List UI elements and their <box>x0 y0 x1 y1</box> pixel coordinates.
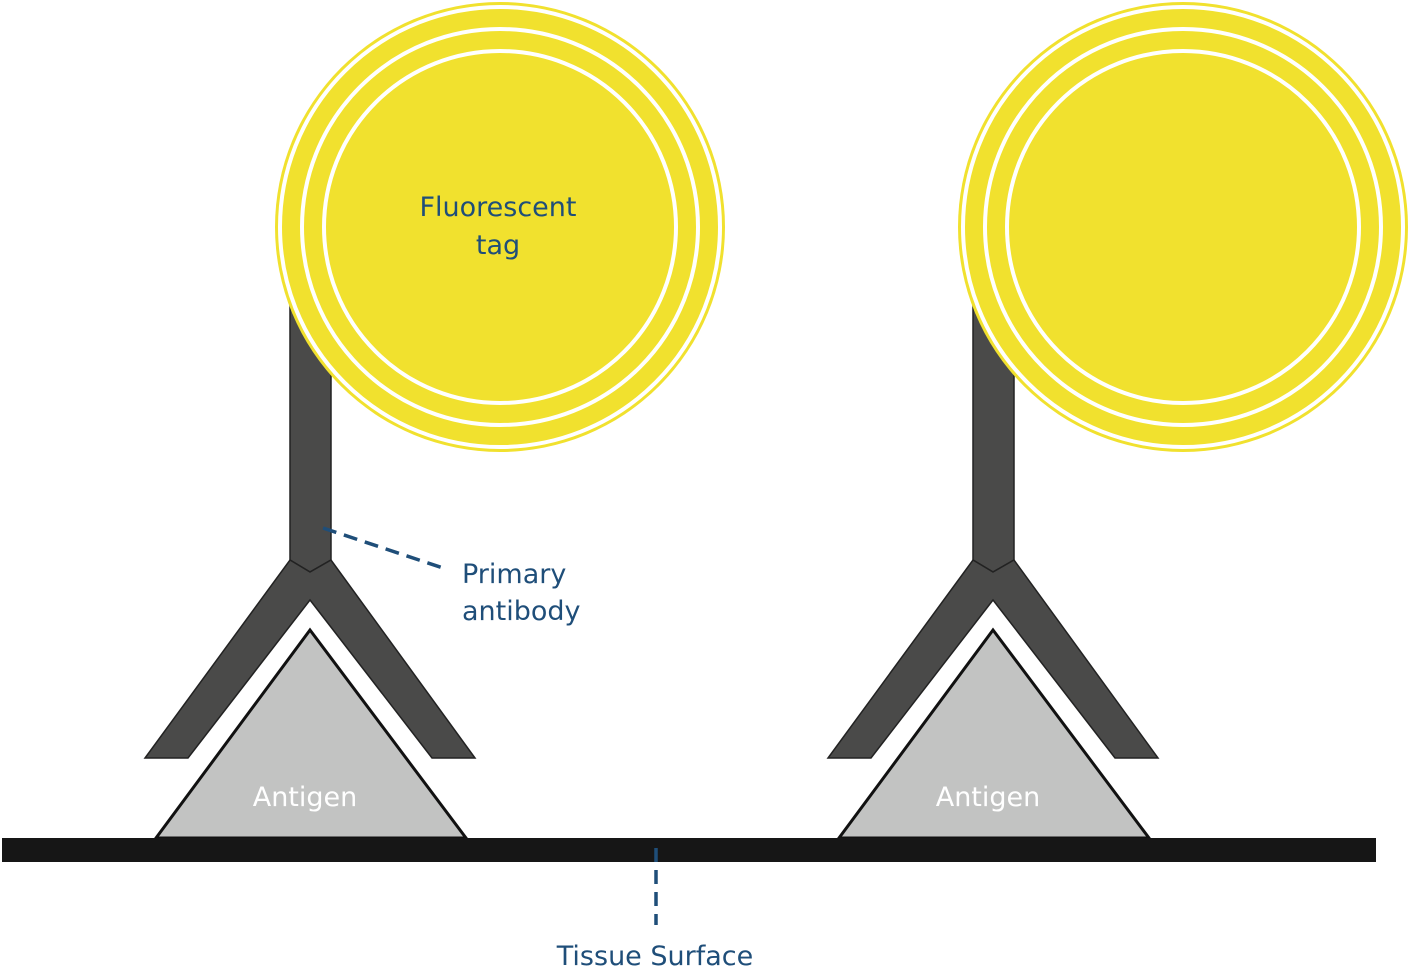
primary-antibody-label-line1: Primary <box>462 559 566 590</box>
primary-antibody-left-arms <box>143 559 477 759</box>
tissue-surface-label: Tissue Surface <box>556 941 753 972</box>
antigen-left-label: Antigen <box>253 782 358 813</box>
tissue-surface-bar <box>2 838 1376 862</box>
fluorescent-tag-label-line2: tag <box>476 230 520 261</box>
primary-antibody-label-line2: antibody <box>462 596 581 627</box>
antigen-right-label: Antigen <box>936 782 1041 813</box>
right-assembly: Antigen <box>826 2 1408 840</box>
fluorescent-tag-right <box>958 2 1408 452</box>
fluorescent-tag-label-line1: Fluorescent <box>419 192 576 223</box>
fluorescent-tag-left <box>275 2 725 452</box>
left-assembly: Antigen <box>143 2 725 840</box>
primary-antibody-leader-line <box>322 526 444 570</box>
primary-antibody-right-arms <box>826 559 1160 759</box>
